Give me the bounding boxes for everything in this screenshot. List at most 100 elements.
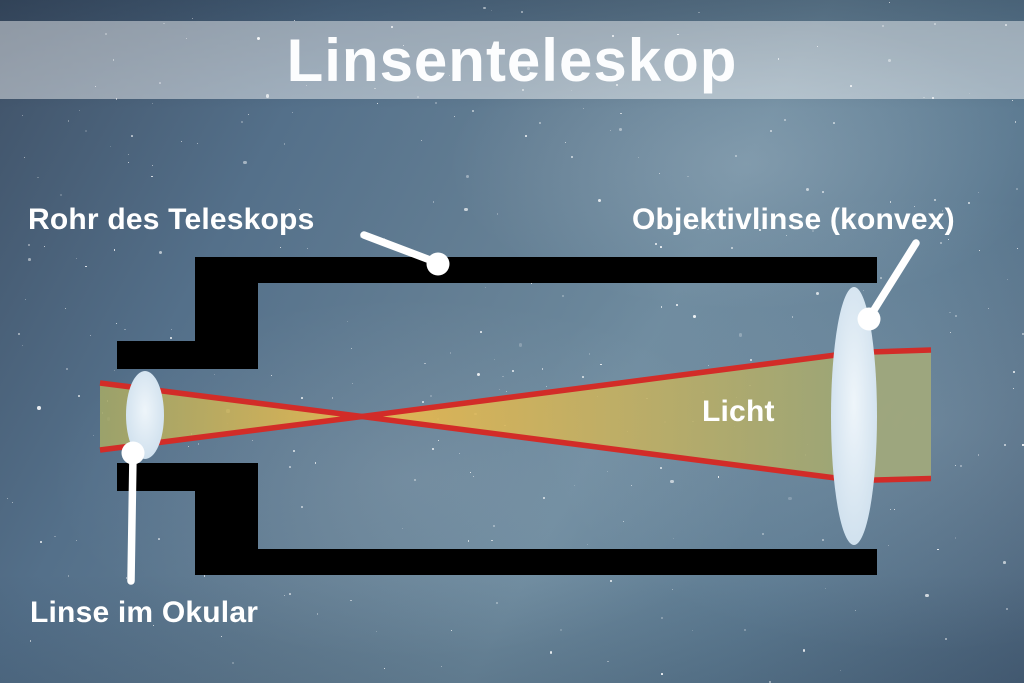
star [707,228,709,230]
pointer-line-objective [865,239,920,322]
star [241,121,244,124]
star [158,537,160,540]
star [307,247,309,249]
tube-wall-bottom [195,549,877,575]
star [414,478,417,481]
star [492,525,495,528]
light-ray-bottom [99,413,932,484]
star [888,545,889,547]
star [949,311,951,314]
star [599,363,602,366]
star [691,59,693,61]
star [769,681,771,683]
star [582,375,585,378]
objective-lens [831,287,877,545]
star [464,207,468,212]
star [159,82,161,84]
star [954,464,956,466]
star [660,246,663,248]
star [431,448,434,451]
star [610,579,613,582]
star [978,249,981,252]
star [213,373,215,375]
star [1012,371,1015,374]
star [294,20,296,22]
title-banner [0,21,1024,99]
star [316,613,319,615]
star [498,388,500,390]
star [862,289,864,292]
star [894,509,896,511]
star [127,161,129,163]
star [545,386,547,388]
star [29,640,32,642]
star [494,358,495,360]
star [85,130,87,133]
star [479,331,482,333]
star [757,221,759,223]
label-objective-lens: Objektivlinse (konvex) [632,203,955,236]
star [850,85,852,87]
star [186,38,188,40]
star [113,369,115,371]
star [880,277,882,279]
star [243,160,247,165]
star [216,212,218,214]
star [525,135,528,137]
star [124,328,126,331]
star [606,470,608,472]
star [841,209,844,211]
star [352,383,354,385]
star [564,141,566,143]
star [759,228,762,231]
star [59,194,62,197]
star [197,142,198,144]
star [833,122,835,124]
star [573,485,575,487]
star [256,37,261,41]
star [618,127,622,131]
star [802,649,806,652]
star [376,103,378,105]
star [735,155,738,158]
star [270,374,273,377]
star [490,539,493,542]
star [988,308,990,310]
star [944,638,947,641]
star [538,122,541,125]
star [490,9,493,11]
star [1022,333,1024,336]
star [110,145,111,147]
star [889,200,892,203]
light-ray-top [99,347,932,420]
star [1011,99,1013,101]
star [786,235,788,237]
star [925,593,929,598]
star [622,521,624,522]
star [306,84,308,86]
star [658,173,660,175]
star [660,467,662,470]
star [314,461,317,464]
page-title: Linsenteleskop [286,27,738,94]
star [817,46,819,48]
star [449,352,452,354]
star [125,577,128,579]
label-eyepiece-lens: Linse im Okular [30,596,259,629]
star [28,258,31,262]
star [383,237,386,239]
star [212,214,215,217]
star [391,26,394,29]
eyepiece-lens [126,371,164,459]
star [598,199,602,203]
star [518,342,523,347]
star [170,337,172,339]
star [689,65,691,67]
star [805,187,809,191]
star [151,103,153,105]
star [824,587,827,590]
star [151,175,153,178]
star [882,24,884,27]
star [1006,607,1009,610]
